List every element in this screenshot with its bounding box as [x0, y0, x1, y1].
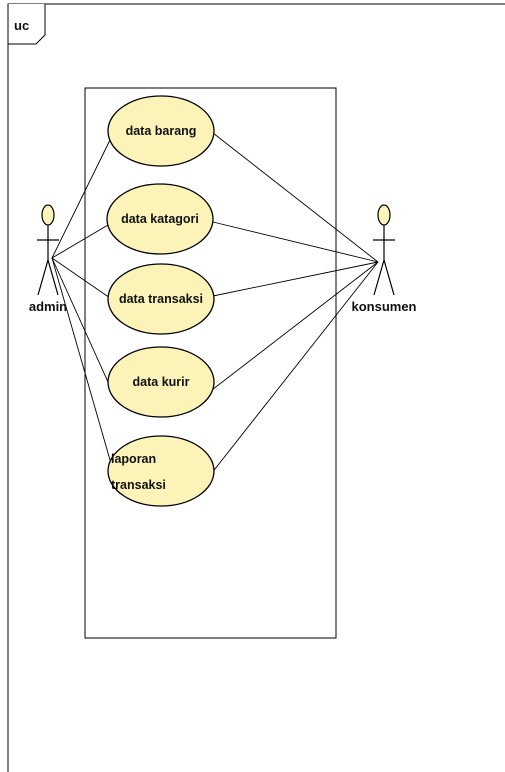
actor-right-leg: [47, 259, 59, 296]
use-case-ellipse: [107, 346, 215, 418]
use-case-label: data katagori: [121, 212, 199, 226]
association-konsumen-uc1: [212, 132, 379, 263]
use-case-ellipse: [106, 183, 214, 255]
actor-head: [377, 204, 391, 226]
use-case-label: transaksi: [111, 478, 166, 492]
use-case-ellipse: [107, 435, 215, 507]
use-case-uc4: data kurir: [107, 346, 215, 418]
association-admin-uc4: [51, 257, 114, 394]
actor-right-leg: [383, 259, 395, 296]
use-case-label: laporan: [111, 452, 156, 466]
system-boundary: [84, 87, 337, 639]
use-case-label: data barang: [126, 124, 197, 138]
use-case-label: data kurir: [133, 375, 190, 389]
frame-tab-label: uc: [14, 18, 29, 33]
actor-konsumen: konsumen: [351, 204, 417, 314]
association-lines: [51, 132, 379, 475]
actors: admin konsumen: [29, 204, 417, 314]
association-admin-uc3: [51, 257, 111, 299]
actor-label-konsumen: konsumen: [351, 299, 416, 314]
association-konsumen-uc2: [212, 221, 379, 263]
use-case-uc1: data barang: [107, 95, 215, 167]
association-admin-uc1: [51, 139, 111, 259]
actor-head: [41, 204, 55, 226]
association-konsumen-uc5: [210, 261, 379, 475]
use-case-uc3: data transaksi: [107, 263, 215, 335]
use-case-ellipse: [107, 95, 215, 167]
actor-admin: admin: [29, 204, 67, 314]
use-cases: data barang data katagori data transaksi da…: [106, 95, 215, 507]
actor-label-admin: admin: [29, 299, 67, 314]
frame-border: [7, 3, 505, 772]
use-case-uc5: laporan transaksi: [107, 435, 215, 507]
use-case-ellipse: [107, 263, 215, 335]
use-case-uc2: data katagori: [106, 183, 214, 255]
association-admin-uc5: [51, 257, 111, 461]
association-konsumen-uc3: [212, 261, 379, 297]
actor-left-leg: [37, 259, 49, 296]
association-konsumen-uc4: [207, 261, 379, 394]
use-case-label: data transaksi: [119, 292, 203, 306]
actor-left-leg: [373, 259, 385, 296]
association-admin-uc2: [51, 224, 109, 259]
frame-tab: [7, 4, 46, 45]
